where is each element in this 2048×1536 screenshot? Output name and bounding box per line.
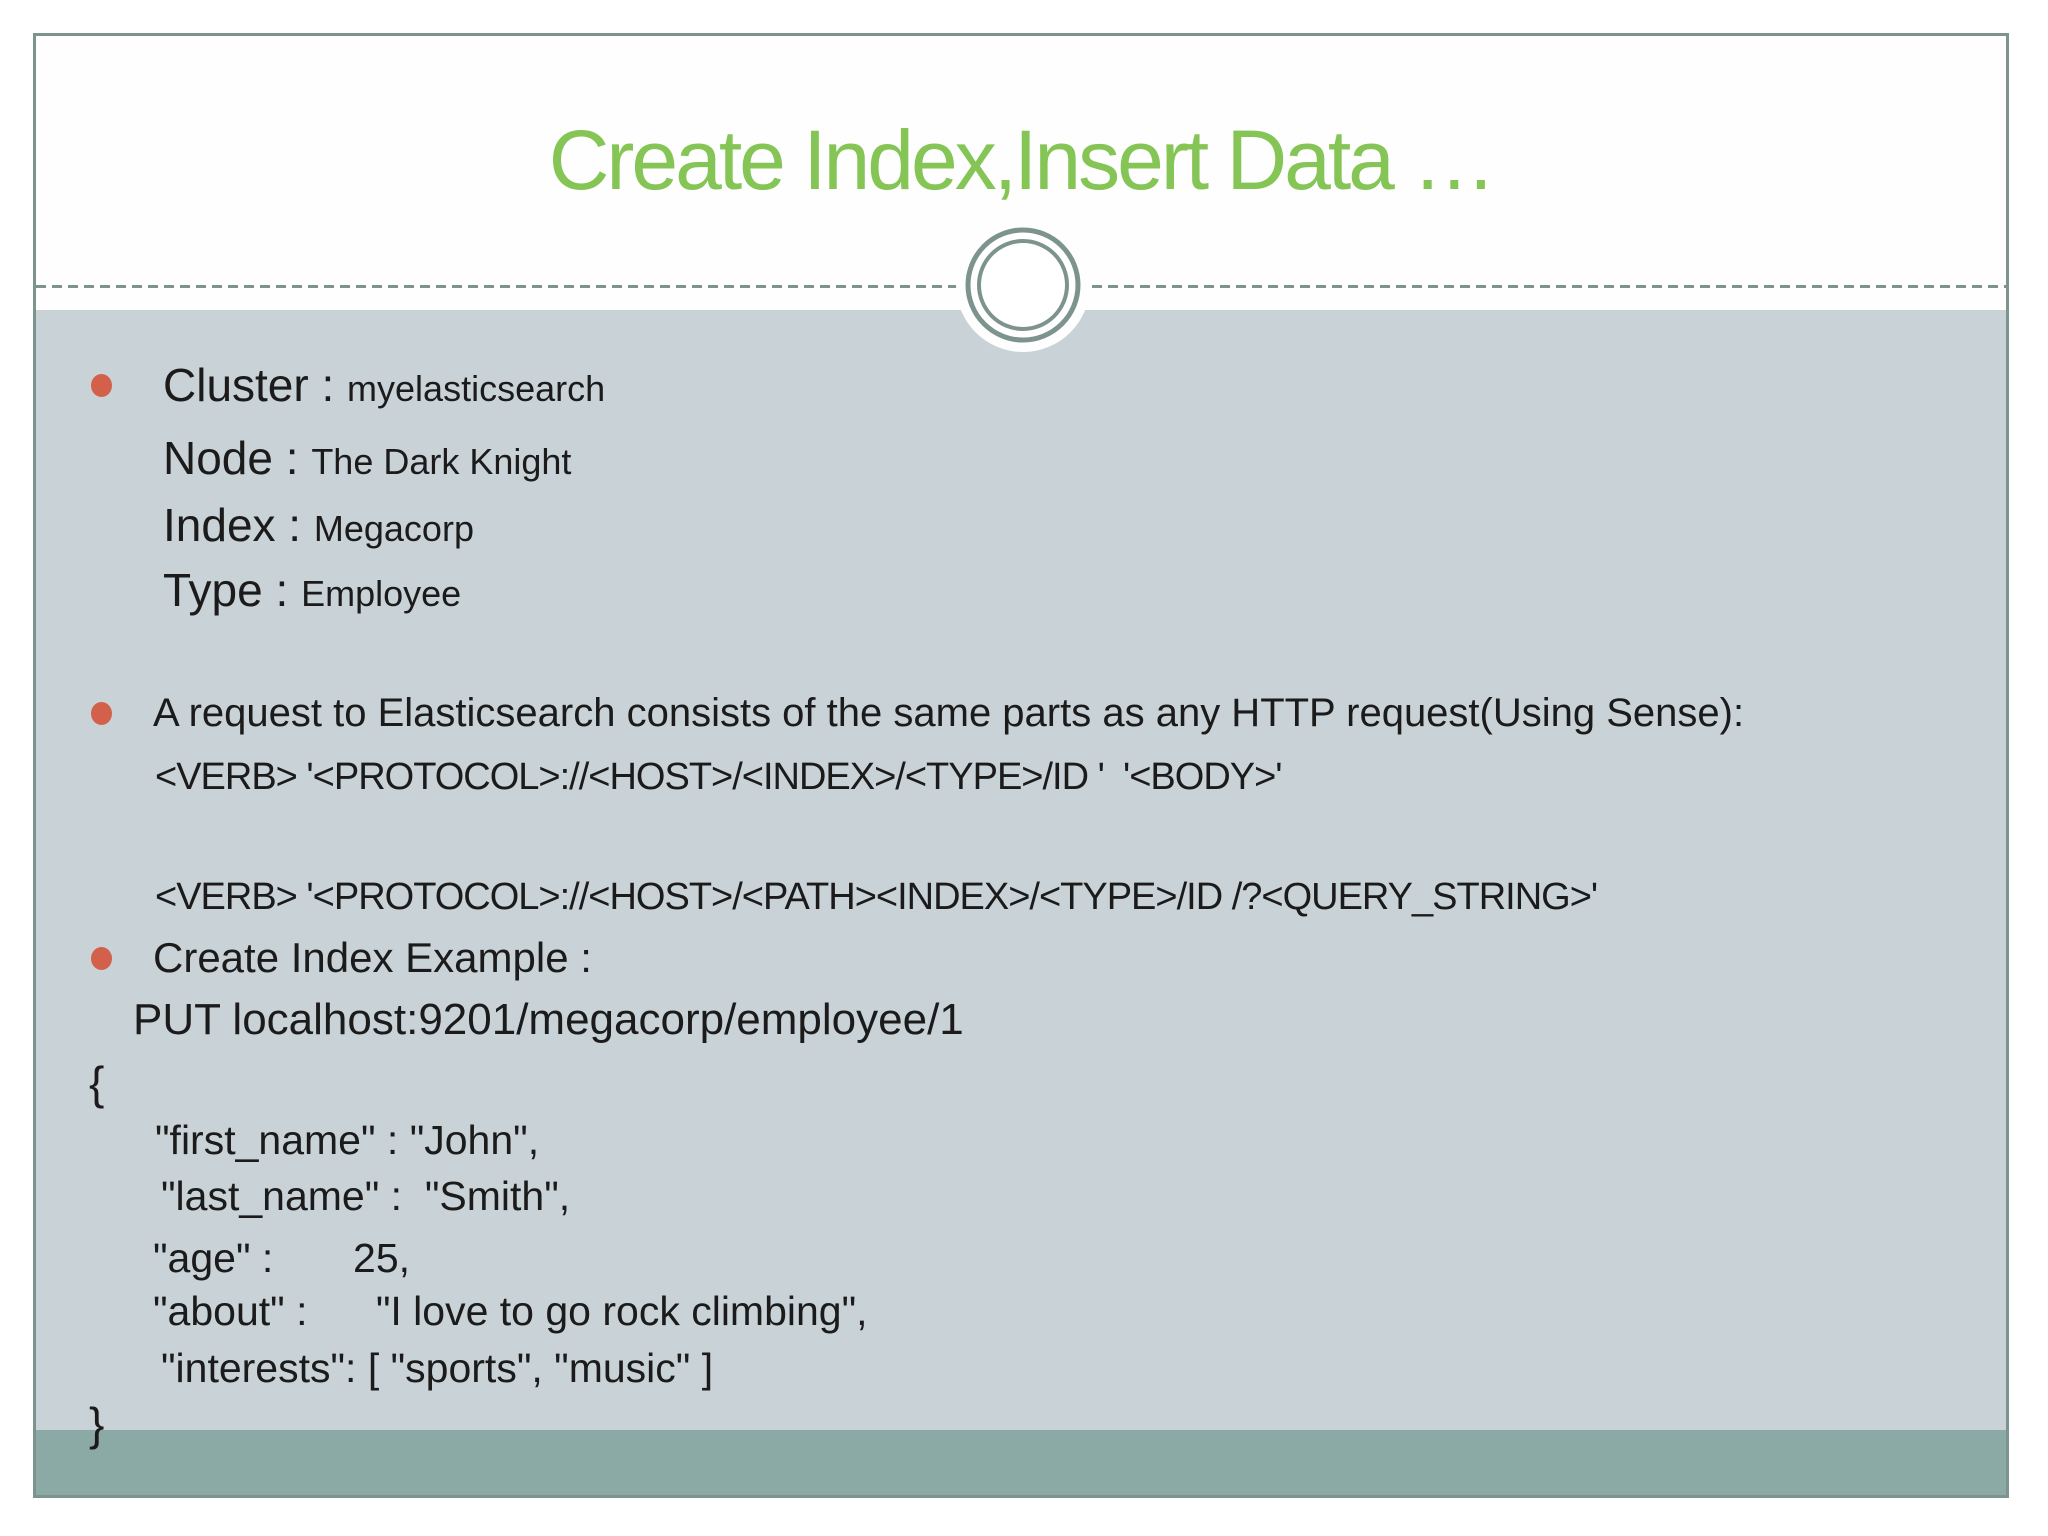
node-line: Node : The Dark Knight	[163, 431, 571, 486]
type-label: Type :	[163, 564, 302, 616]
request-intro-line: A request to Elasticsearch consists of t…	[153, 691, 1745, 735]
index-line: Index : Megacorp	[163, 498, 474, 553]
verb-syntax-line-2: <VERB> '<PROTOCOL>://<HOST>/<PATH><INDEX…	[155, 876, 1598, 918]
json-age-line: "age" : 25,	[153, 1235, 411, 1281]
bullet-dot-request	[91, 702, 112, 725]
cluster-line: Cluster : myelasticsearch	[163, 358, 605, 413]
cluster-label: Cluster :	[163, 359, 348, 411]
bullet-dot-cluster	[91, 374, 112, 397]
create-index-example-label: Create Index Example :	[153, 934, 592, 981]
slide-frame: Create Index,Insert Data … Cluster : mye…	[33, 33, 2009, 1498]
json-interests-line: "interests": [ "sports", "music" ]	[161, 1345, 714, 1391]
put-request-line: PUT localhost:9201/megacorp/employee/1	[133, 995, 964, 1044]
json-last-name-line: "last_name" : "Smith",	[161, 1173, 571, 1219]
type-line: Type : Employee	[163, 563, 461, 618]
json-close-brace: }	[89, 1398, 105, 1450]
verb-syntax-line-1: <VERB> '<PROTOCOL>://<HOST>/<INDEX>/<TYP…	[155, 756, 1283, 798]
content-background	[36, 310, 2006, 1430]
json-open-brace: {	[89, 1057, 105, 1109]
index-label: Index :	[163, 499, 314, 551]
json-about-line: "about" : "I love to go rock climbing",	[153, 1288, 868, 1334]
footer-band	[36, 1430, 2006, 1495]
node-value: The Dark Knight	[311, 441, 572, 482]
cluster-value: myelasticsearch	[347, 368, 606, 409]
type-value: Employee	[301, 573, 462, 614]
json-first-name-line: "first_name" : "John",	[155, 1117, 540, 1163]
index-value: Megacorp	[313, 508, 474, 549]
slide-title: Create Index,Insert Data …	[548, 113, 1496, 207]
node-label: Node :	[163, 432, 312, 484]
bullet-dot-create-index	[91, 947, 112, 970]
divider-circle-icon	[956, 218, 1090, 352]
